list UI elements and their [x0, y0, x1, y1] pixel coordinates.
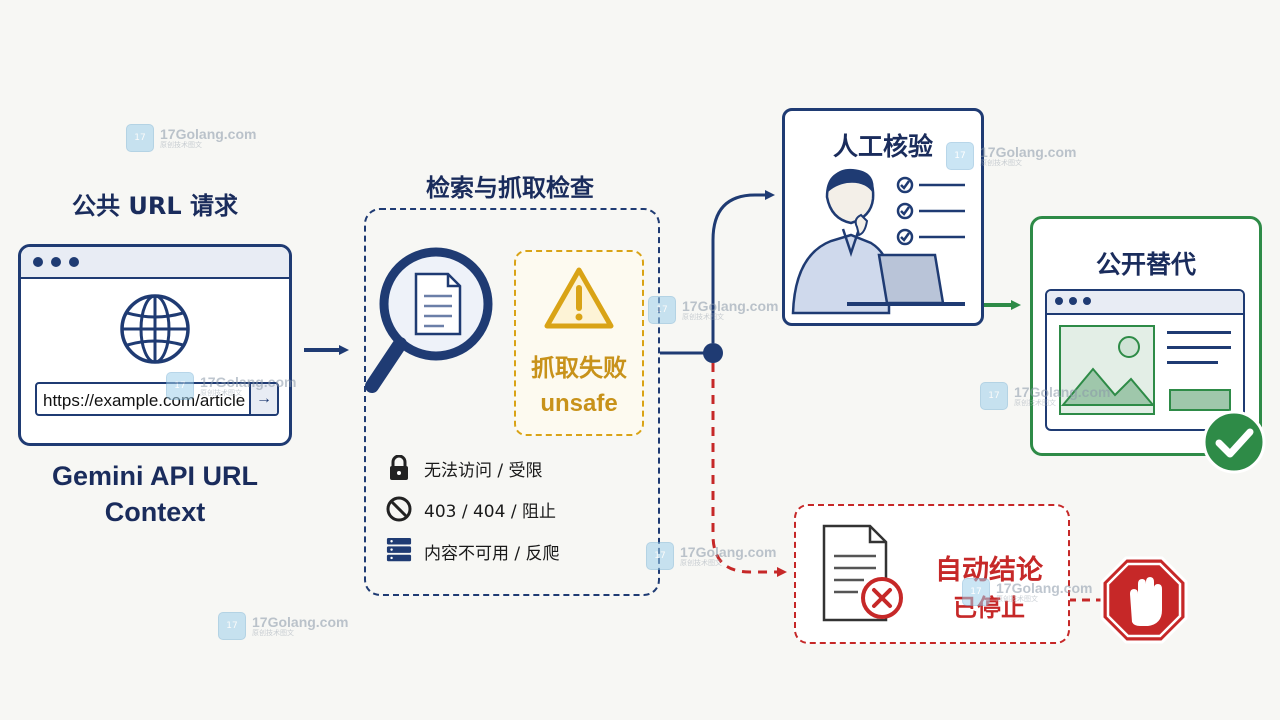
list-item: 内容不可用 / 反爬	[386, 530, 646, 572]
stop-hand-icon	[1100, 556, 1188, 644]
window-dot-icon	[33, 257, 43, 267]
prohibited-icon	[386, 496, 412, 522]
server-icon	[386, 538, 412, 564]
watermark-text: 17Golang.com	[252, 613, 349, 630]
preview-text-lines	[1167, 331, 1231, 364]
reason-label: 403 / 404 / 阻止	[424, 501, 556, 522]
list-item: 403 / 404 / 阻止	[386, 488, 646, 530]
request-caption-line1: Gemini API URL	[51, 461, 259, 491]
watermark-logo-icon: 17	[648, 296, 676, 324]
auto-conclusion-card: 自动结论 已停止	[794, 504, 1070, 644]
watermark-text: 17Golang.com	[160, 125, 257, 142]
manual-review-card: 人工核验	[782, 108, 984, 326]
watermark-text: 17Golang.com	[1014, 383, 1111, 400]
url-text: https://example.com/article	[43, 391, 246, 410]
watermark-text: 17Golang.com	[980, 143, 1077, 160]
watermark-subtext: 原创技术图文	[980, 158, 1022, 167]
watermark-subtext: 原创技术图文	[682, 312, 724, 321]
request-caption-line2: Context	[104, 497, 206, 527]
lock-icon	[386, 455, 412, 481]
watermark-subtext: 原创技术图文	[1014, 398, 1056, 407]
url-field[interactable]: https://example.com/article →	[35, 382, 279, 416]
arrow-junction-to-review	[711, 190, 775, 343]
window-dot-icon	[1083, 297, 1091, 305]
reason-label: 无法访问 / 受限	[424, 460, 543, 481]
watermark-subtext: 原创技术图文	[160, 140, 202, 149]
request-browser-window: https://example.com/article →	[18, 244, 292, 446]
fetch-failed-label: 抓取失败	[531, 354, 627, 382]
watermark-logo-icon: 17	[166, 372, 194, 400]
watermark-logo-icon: 17	[646, 542, 674, 570]
fetch-failed-card: 抓取失败 unsafe	[514, 250, 644, 436]
watermark-subtext: 原创技术图文	[200, 388, 242, 397]
watermark-logo-icon: 17	[218, 612, 246, 640]
check-circle-icon	[1202, 410, 1266, 474]
browser-toolbar	[21, 247, 289, 279]
window-dot-icon	[69, 257, 79, 267]
watermark-logo-icon: 17	[962, 578, 990, 606]
fetch-failed-reason: unsafe	[540, 390, 618, 417]
manual-review-title: 人工核验	[832, 132, 933, 161]
preview-toolbar	[1047, 291, 1243, 315]
list-item: 无法访问 / 受限	[386, 448, 646, 488]
window-dot-icon	[51, 257, 61, 267]
check-title: 检索与抓取检查	[426, 174, 594, 202]
person-laptop-icon	[791, 168, 965, 315]
alternative-page-preview	[1045, 289, 1245, 431]
junction-dot	[703, 343, 723, 363]
globe-icon	[120, 294, 190, 364]
request-title: 公共 URL 请求	[72, 192, 238, 220]
public-alternative-title: 公开替代	[1095, 250, 1196, 279]
request-caption: Gemini API URL Context	[20, 458, 290, 530]
window-dot-icon	[1069, 297, 1077, 305]
watermark-text: 17Golang.com	[200, 373, 297, 390]
preview-button	[1169, 389, 1231, 411]
watermark-subtext: 原创技术图文	[996, 594, 1038, 603]
arrow-junction-to-stop	[711, 363, 787, 577]
magnifier-document-icon	[365, 247, 493, 393]
watermark-text: 17Golang.com	[680, 543, 777, 560]
watermark-logo-icon: 17	[946, 142, 974, 170]
check-panel	[364, 208, 660, 596]
window-dot-icon	[1055, 297, 1063, 305]
watermark-text: 17Golang.com	[682, 297, 779, 314]
watermark-logo-icon: 17	[980, 382, 1008, 410]
watermark-text: 17Golang.com	[996, 579, 1093, 596]
watermark-subtext: 原创技术图文	[252, 628, 294, 637]
reason-list: 无法访问 / 受限 403 / 404 / 阻止 内容不可用 / 反爬	[386, 448, 646, 572]
image-placeholder-icon	[1059, 325, 1155, 415]
arrow-right-icon[interactable]: →	[249, 384, 277, 414]
watermark-logo-icon: 17	[126, 124, 154, 152]
reason-label: 内容不可用 / 反爬	[424, 543, 560, 564]
document-error-icon	[822, 524, 903, 622]
warning-icon	[544, 267, 614, 329]
watermark-subtext: 原创技术图文	[680, 558, 722, 567]
